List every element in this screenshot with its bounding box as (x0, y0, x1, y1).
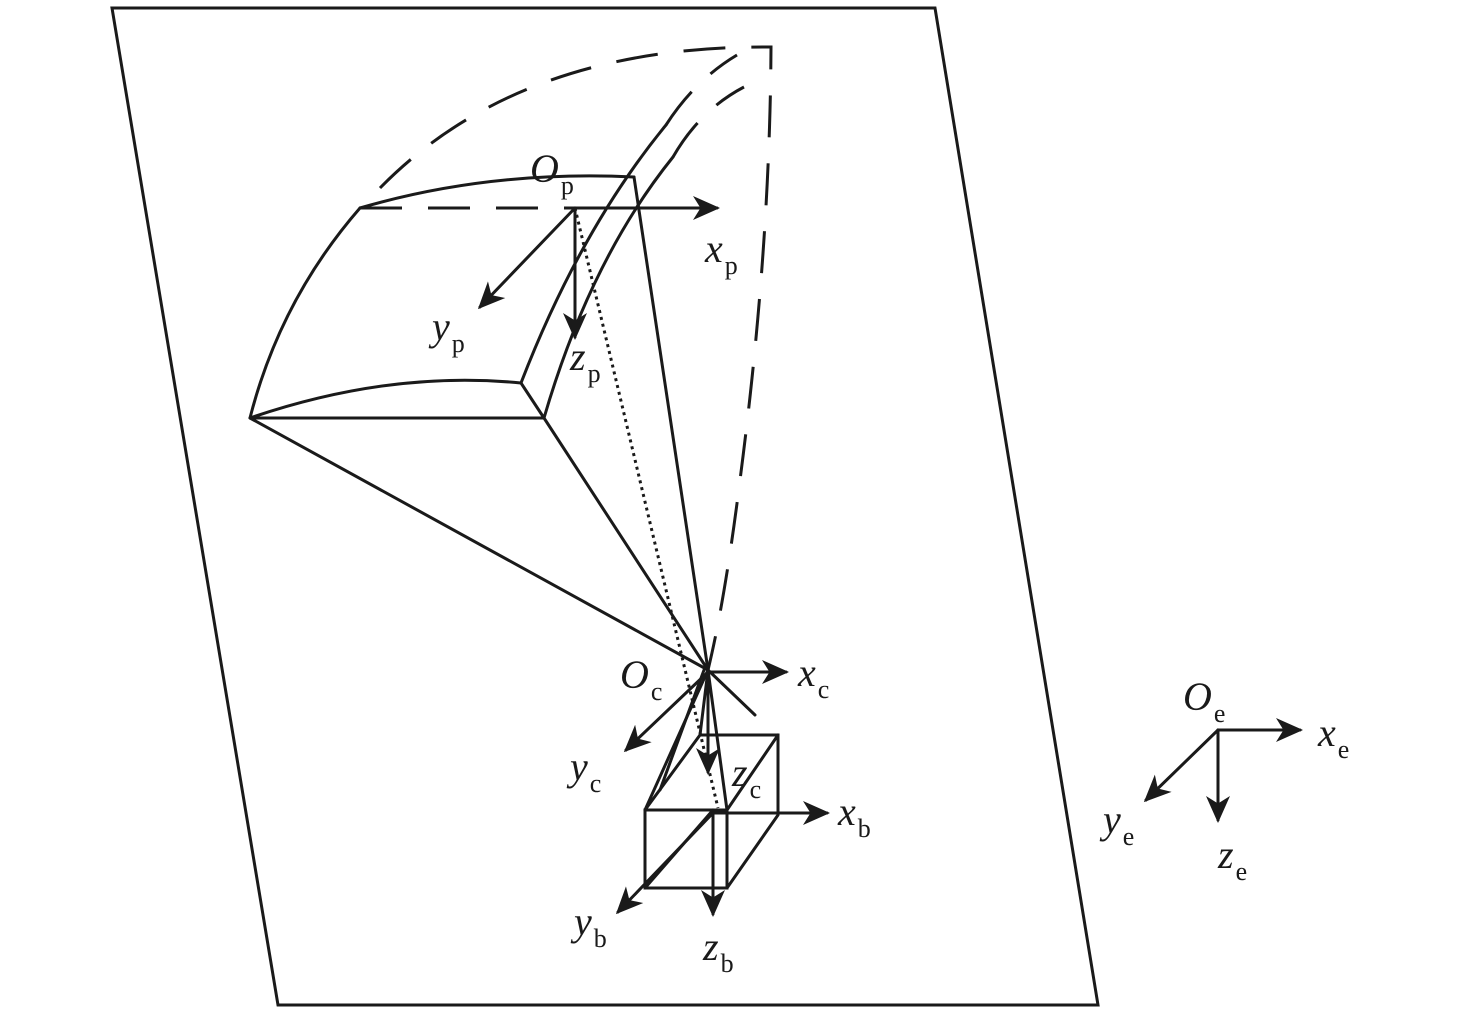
axes-c (623, 660, 789, 775)
label-zp: zp (569, 334, 601, 388)
axes-b (615, 801, 830, 917)
label-xc: xc (797, 650, 829, 704)
label-op: Op (530, 146, 574, 200)
label-xb: xb (837, 789, 871, 843)
label-zc: zc (731, 750, 761, 804)
axes-e (1143, 718, 1303, 823)
label-xp: xp (704, 226, 738, 280)
label-oe: Oe (1183, 674, 1225, 728)
label-yc: yc (566, 744, 601, 798)
label-yb: yb (570, 899, 607, 953)
label-zb: zb (702, 924, 734, 978)
label-ye: ye (1099, 797, 1134, 851)
label-oc: Oc (620, 652, 662, 706)
label-xe: xe (1317, 710, 1349, 764)
label-yp: yp (428, 304, 465, 358)
label-ze: ze (1217, 832, 1247, 886)
ground-plane (110, 6, 1100, 1007)
axes-p (477, 196, 720, 340)
suspension-lines (643, 668, 729, 812)
parachute-canopy (248, 45, 773, 809)
